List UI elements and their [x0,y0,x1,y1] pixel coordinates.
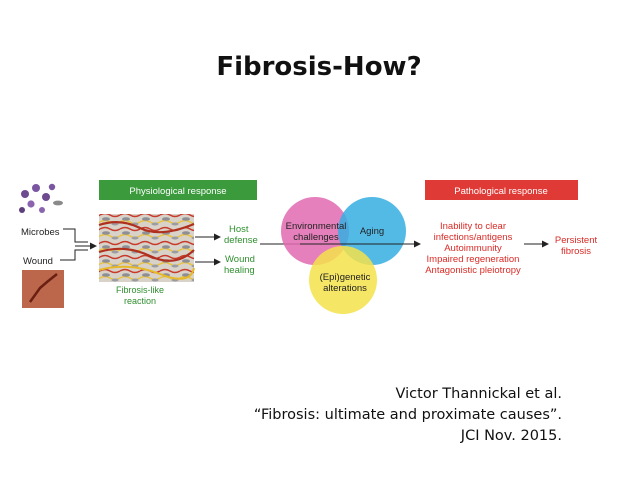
pathological-item-1: Inability to clear [440,221,506,232]
microbes-label: Microbes [21,227,60,238]
pathological-item-4: Impaired regeneration [427,254,520,265]
pathological-header [425,180,578,200]
pathological-item-5: Antagonistic pleiotropy [425,265,521,276]
host-defense-label-1: Host [229,224,249,235]
wound-healing-label-1: Wound [225,254,255,265]
microbes-connector [63,228,88,243]
pathological-header-label: Pathological response [454,186,547,197]
aging-label: Aging [360,226,384,237]
microbes-icon [19,183,63,213]
wound-icon [22,270,64,308]
fibrosis-like-reaction-label-2: reaction [124,296,156,306]
pathological-item-3: Autoimmunity [444,243,502,254]
persistent-fibrosis-label-1: Persistent [555,235,598,246]
fibrosis-diagram: Microbes Wound Physiological response Fi… [0,170,638,324]
citation-title: “Fibrosis: ultimate and proximate causes… [253,407,562,423]
citation-source: JCI Nov. 2015. [460,428,562,444]
fibrosis-tissue-illustration [99,214,194,282]
physiological-header-label: Physiological response [129,186,226,197]
citation-author: Victor Thannickal et al. [395,386,562,402]
venn-epigenetic-circle [309,246,377,314]
persistent-fibrosis-label-2: fibrosis [561,246,591,257]
epigenetic-label-1: (Epi)genetic [320,272,371,283]
fibrosis-like-reaction-label-1: Fibrosis-like [116,285,164,295]
venn-aging-circle [338,197,406,265]
epigenetic-label-2: alterations [323,283,367,294]
physiological-header [99,180,257,200]
citation: Victor Thannickal et al. “Fibrosis: ulti… [254,384,562,447]
wound-label: Wound [23,256,53,267]
wound-healing-label-2: healing [224,265,255,276]
environmental-label-1: Environmental [286,221,347,232]
pathological-item-2: infections/antigens [434,232,513,243]
host-defense-label-2: defense [224,235,258,246]
slide-title: Fibrosis-How? [216,52,422,82]
wound-connector [60,249,88,261]
environmental-label-2: challenges [293,232,339,243]
